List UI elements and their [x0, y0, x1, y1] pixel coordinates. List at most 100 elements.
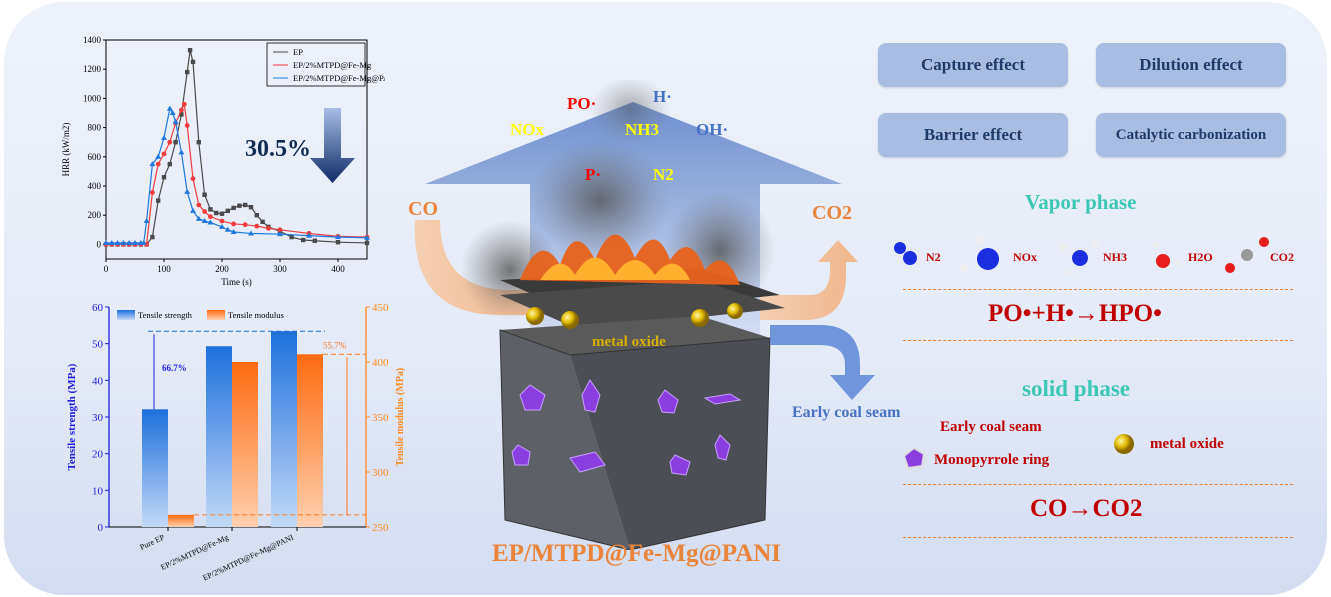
molecule-co2-label: CO2 — [1270, 250, 1294, 264]
gas-label-nox: NOx — [510, 120, 544, 139]
data-point — [150, 234, 155, 240]
capture-effect-box: Capture effect — [878, 43, 1068, 87]
data-point — [277, 231, 283, 237]
data-point — [169, 110, 176, 115]
data-point — [149, 161, 156, 167]
bar-tensile-modulus — [168, 514, 194, 527]
data-point — [237, 203, 242, 208]
y-tick-label: 50 — [92, 339, 104, 351]
data-point — [103, 239, 109, 245]
data-point — [120, 239, 127, 245]
data-point — [230, 228, 237, 234]
data-point — [167, 161, 172, 167]
x-tick-label: 100 — [157, 264, 171, 274]
data-point — [202, 209, 208, 214]
legend-monopyrrole-ring: Monopyrrole ring — [934, 452, 1050, 468]
data-point — [219, 218, 225, 224]
y-tick-label: 10 — [92, 485, 104, 497]
gas-label-h: H· — [653, 87, 672, 106]
data-point — [161, 134, 167, 140]
gas-label-po: PO· — [567, 94, 597, 113]
bar-tensile-modulus — [297, 354, 323, 527]
data-point — [181, 101, 187, 107]
y2-tick-label: 400 — [372, 357, 389, 369]
y-tick-label: 600 — [88, 152, 102, 162]
data-point — [306, 232, 312, 238]
vapor-phase-heading: Vapor phase — [1025, 190, 1137, 214]
data-point — [225, 208, 230, 214]
data-point — [184, 123, 190, 128]
metal-oxide-particle — [526, 307, 544, 325]
co-label: CO — [408, 198, 438, 220]
data-point — [219, 211, 225, 216]
solid-reaction: CO→CO2 — [1030, 495, 1143, 522]
bar-tensile-strength — [271, 331, 297, 527]
co2-molecule-icon — [1225, 263, 1235, 273]
data-point — [126, 239, 133, 245]
data-point — [254, 213, 259, 218]
data-point — [156, 198, 161, 203]
y-tick-label: 0 — [98, 522, 104, 534]
divider — [903, 537, 1293, 538]
n2-molecule-icon — [894, 242, 906, 254]
data-point — [185, 69, 190, 75]
bar-tensile-strength — [142, 409, 168, 527]
y-tick-label: 400 — [88, 181, 102, 191]
data-point — [219, 223, 225, 229]
divider — [903, 289, 1293, 290]
data-point — [242, 222, 248, 228]
gas-label-oh: OH· — [696, 120, 729, 139]
data-point — [190, 207, 196, 213]
legend-label: EP/2%MTPD@Fe-Mg — [293, 60, 372, 70]
divider — [903, 484, 1293, 485]
gas-label-nh3: NH3 — [625, 120, 659, 139]
plot-frame — [105, 39, 368, 260]
legend-label: Tensile strength — [138, 310, 193, 320]
bar-tensile-modulus — [232, 362, 258, 527]
y-tick-label: 20 — [92, 449, 104, 461]
data-point — [208, 214, 213, 220]
vapor-reaction: PO•+H•→HPO• — [988, 300, 1162, 327]
x-tick-label: 300 — [273, 264, 287, 274]
data-point — [201, 218, 208, 224]
data-point — [184, 188, 191, 194]
bar-tensile-strength — [206, 346, 232, 527]
molecule-nox-label: NOx — [1013, 250, 1037, 264]
y-tick-label: 800 — [88, 123, 102, 133]
down-arrow-icon — [310, 108, 355, 183]
data-point — [224, 226, 231, 232]
y-tick-label: 1000 — [83, 93, 102, 103]
modulus-increase-label: 55.7% — [323, 340, 347, 350]
monopyrrole-ring-icon — [902, 446, 926, 470]
data-point — [289, 234, 294, 240]
flame-retardant-illustration — [414, 80, 875, 550]
data-point — [266, 225, 271, 231]
data-point — [187, 48, 193, 53]
data-point — [231, 205, 236, 211]
gas-label-p: P· — [585, 165, 602, 184]
early-coal-seam-arrow — [770, 325, 875, 400]
y-axis-label: HRR (kW/m2) — [61, 123, 71, 177]
y-tick-label: 30 — [92, 412, 104, 424]
data-point — [202, 192, 207, 197]
dilution-effect-box: Dilution effect — [1096, 43, 1286, 87]
y2-tick-label: 250 — [372, 522, 389, 534]
early-coal-seam-label: Early coal seam — [792, 404, 901, 421]
data-point — [248, 204, 254, 210]
data-point — [248, 230, 254, 236]
molecule-n2-label: N2 — [926, 250, 941, 264]
data-point — [161, 175, 167, 180]
y-tick-label: 0 — [97, 239, 102, 249]
y2-tick-label: 350 — [372, 412, 389, 424]
y-tick-label: 60 — [92, 302, 104, 314]
monopyrrole-rings — [511, 379, 742, 476]
data-point — [178, 149, 185, 155]
y-tick-label: 40 — [92, 375, 104, 387]
data-point — [277, 227, 283, 233]
data-point — [364, 234, 370, 240]
data-point — [231, 221, 237, 227]
barrier-effect-box: Barrier effect — [878, 113, 1068, 157]
data-point — [243, 202, 248, 208]
data-point — [161, 151, 167, 157]
